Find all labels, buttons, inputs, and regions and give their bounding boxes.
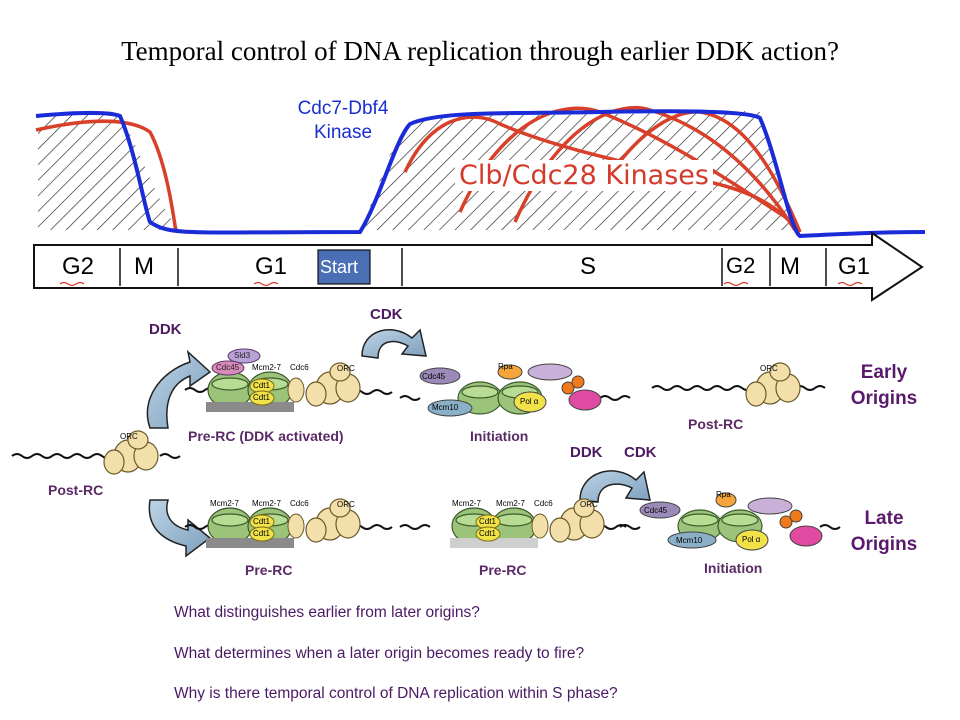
late-origins-line1: Late xyxy=(864,508,904,529)
phase-g1: G1 xyxy=(255,253,288,280)
post-rc-left-label: Post-RC xyxy=(48,482,104,498)
question-3: Why is there temporal control of DNA rep… xyxy=(174,685,618,702)
ddk-label-mid: DDK xyxy=(570,444,603,461)
post-rc-right-label: Post-RC xyxy=(688,416,744,432)
slide-title: Temporal control of DNA replication thro… xyxy=(121,36,839,66)
protein-orc-pre2: ORC xyxy=(580,500,598,509)
clb-curve-g2 xyxy=(35,119,178,233)
protein-mcm27-pre2-a: Mcm2-7 xyxy=(452,499,481,508)
protein-rpa-late: Rpa xyxy=(716,490,731,499)
protein-cdt1-pre1-b: Cdt1 xyxy=(253,529,270,538)
orc-post-rc-left xyxy=(103,430,159,475)
protein-orc-post-right: ORC xyxy=(760,364,778,373)
ddk-kinase-label-line2: Kinase xyxy=(313,122,373,143)
cell-cycle-bar xyxy=(33,231,924,302)
phase-g1-second: G1 xyxy=(838,253,871,280)
protein-cdt1-ddk-a: Cdt1 xyxy=(253,381,270,390)
protein-orc-pre1: ORC xyxy=(337,500,355,509)
sld3-cdc45 xyxy=(211,348,261,376)
protein-cdc6-ddk: Cdc6 xyxy=(290,363,309,372)
question-2: What determines when a later origin beco… xyxy=(174,645,585,662)
protein-cdt1-pre2-b: Cdt1 xyxy=(479,529,496,538)
ddk-curve xyxy=(35,109,926,239)
phase-start: Start xyxy=(320,257,359,277)
ddk-label-top: DDK xyxy=(149,321,182,338)
arrow-cdk-top xyxy=(361,328,427,359)
pre-rc-label-1: Pre-RC xyxy=(245,562,293,578)
orc-pre-rc-ddk xyxy=(305,362,361,407)
protein-rpa-init: Rpa xyxy=(498,362,513,371)
orc-pre-rc-1 xyxy=(305,498,361,543)
protein-cdt1-ddk-b: Cdt1 xyxy=(253,393,270,402)
protein-pola-late: Pol α xyxy=(742,535,761,544)
late-origins-label: Late Origins xyxy=(832,506,936,558)
protein-mcm10-init: Mcm10 xyxy=(432,403,459,412)
protein-cdc45-init: Cdc45 xyxy=(422,372,446,381)
ddk-kinase-label-line1: Cdc7-Dbf4 xyxy=(297,98,389,119)
phase-m-second: M xyxy=(780,253,800,280)
start-box xyxy=(317,249,371,285)
kinase-hatched-area xyxy=(38,111,800,230)
protein-mcm27-ddk: Mcm2-7 xyxy=(252,363,281,372)
early-origins-label: Early Origins xyxy=(832,360,936,412)
pre-rc-ddk-label: Pre-RC (DDK activated) xyxy=(188,428,344,444)
orc-pre-rc-2 xyxy=(549,498,605,543)
mcm-initiation-late xyxy=(677,509,763,543)
mcm-pre-rc-ddk xyxy=(206,371,294,412)
initiation-extras-late xyxy=(639,492,823,551)
protein-orc-ddk: ORC xyxy=(337,364,355,373)
protein-cdc45-ddk: Cdc45 xyxy=(216,363,240,372)
cdc6-blobs xyxy=(287,377,549,539)
orc-post-rc-right xyxy=(745,362,801,407)
orc-clusters xyxy=(103,362,801,543)
early-origins-line2: Origins xyxy=(850,388,918,409)
phase-m: M xyxy=(134,253,154,280)
protein-pola-init: Pol α xyxy=(520,397,539,406)
protein-cdc45-late: Cdc45 xyxy=(644,506,668,515)
clb-kinase-label: Clb/Cdc28 Kinases xyxy=(455,160,713,191)
protein-mcm27-pre2-b: Mcm2-7 xyxy=(496,499,525,508)
protein-cdc6-pre1: Cdc6 xyxy=(290,499,309,508)
initiation-extras-early xyxy=(419,363,602,417)
protein-cdt1-pre2-a: Cdt1 xyxy=(479,517,496,526)
phase-g2-second: G2 xyxy=(726,253,756,278)
phase-g2: G2 xyxy=(62,253,95,280)
initiation-late-label: Initiation xyxy=(704,560,763,576)
protein-sld3: Sld3 xyxy=(234,351,251,360)
cdk-label-mid: CDK xyxy=(624,444,657,461)
early-origins-line1: Early xyxy=(860,362,908,383)
cdk-label-top: CDK xyxy=(370,306,403,323)
ddk-kinase-label: Cdc7-Dbf4 Kinase xyxy=(280,97,406,145)
protein-cdc6-pre2: Cdc6 xyxy=(534,499,553,508)
initiation-early-label: Initiation xyxy=(470,428,529,444)
cdt1-blobs xyxy=(249,378,501,542)
arrow-post-to-ddk xyxy=(146,349,212,429)
kinase-curves xyxy=(35,105,926,239)
question-1: What distinguishes earlier from later or… xyxy=(174,604,480,621)
protein-mcm27-pre1-a: Mcm2-7 xyxy=(210,499,239,508)
protein-mcm27-pre1-b: Mcm2-7 xyxy=(252,499,281,508)
pre-rc-label-2: Pre-RC xyxy=(479,562,527,578)
phase-s: S xyxy=(580,253,597,280)
mcm-pre-rc-1 xyxy=(206,507,294,548)
protein-cdt1-pre1-a: Cdt1 xyxy=(253,517,270,526)
late-origins-line2: Origins xyxy=(850,534,918,555)
arrow-ddk-cdk-mid xyxy=(579,470,651,503)
protein-mcm10-late: Mcm10 xyxy=(676,536,703,545)
protein-orc-post-left: ORC xyxy=(120,432,138,441)
